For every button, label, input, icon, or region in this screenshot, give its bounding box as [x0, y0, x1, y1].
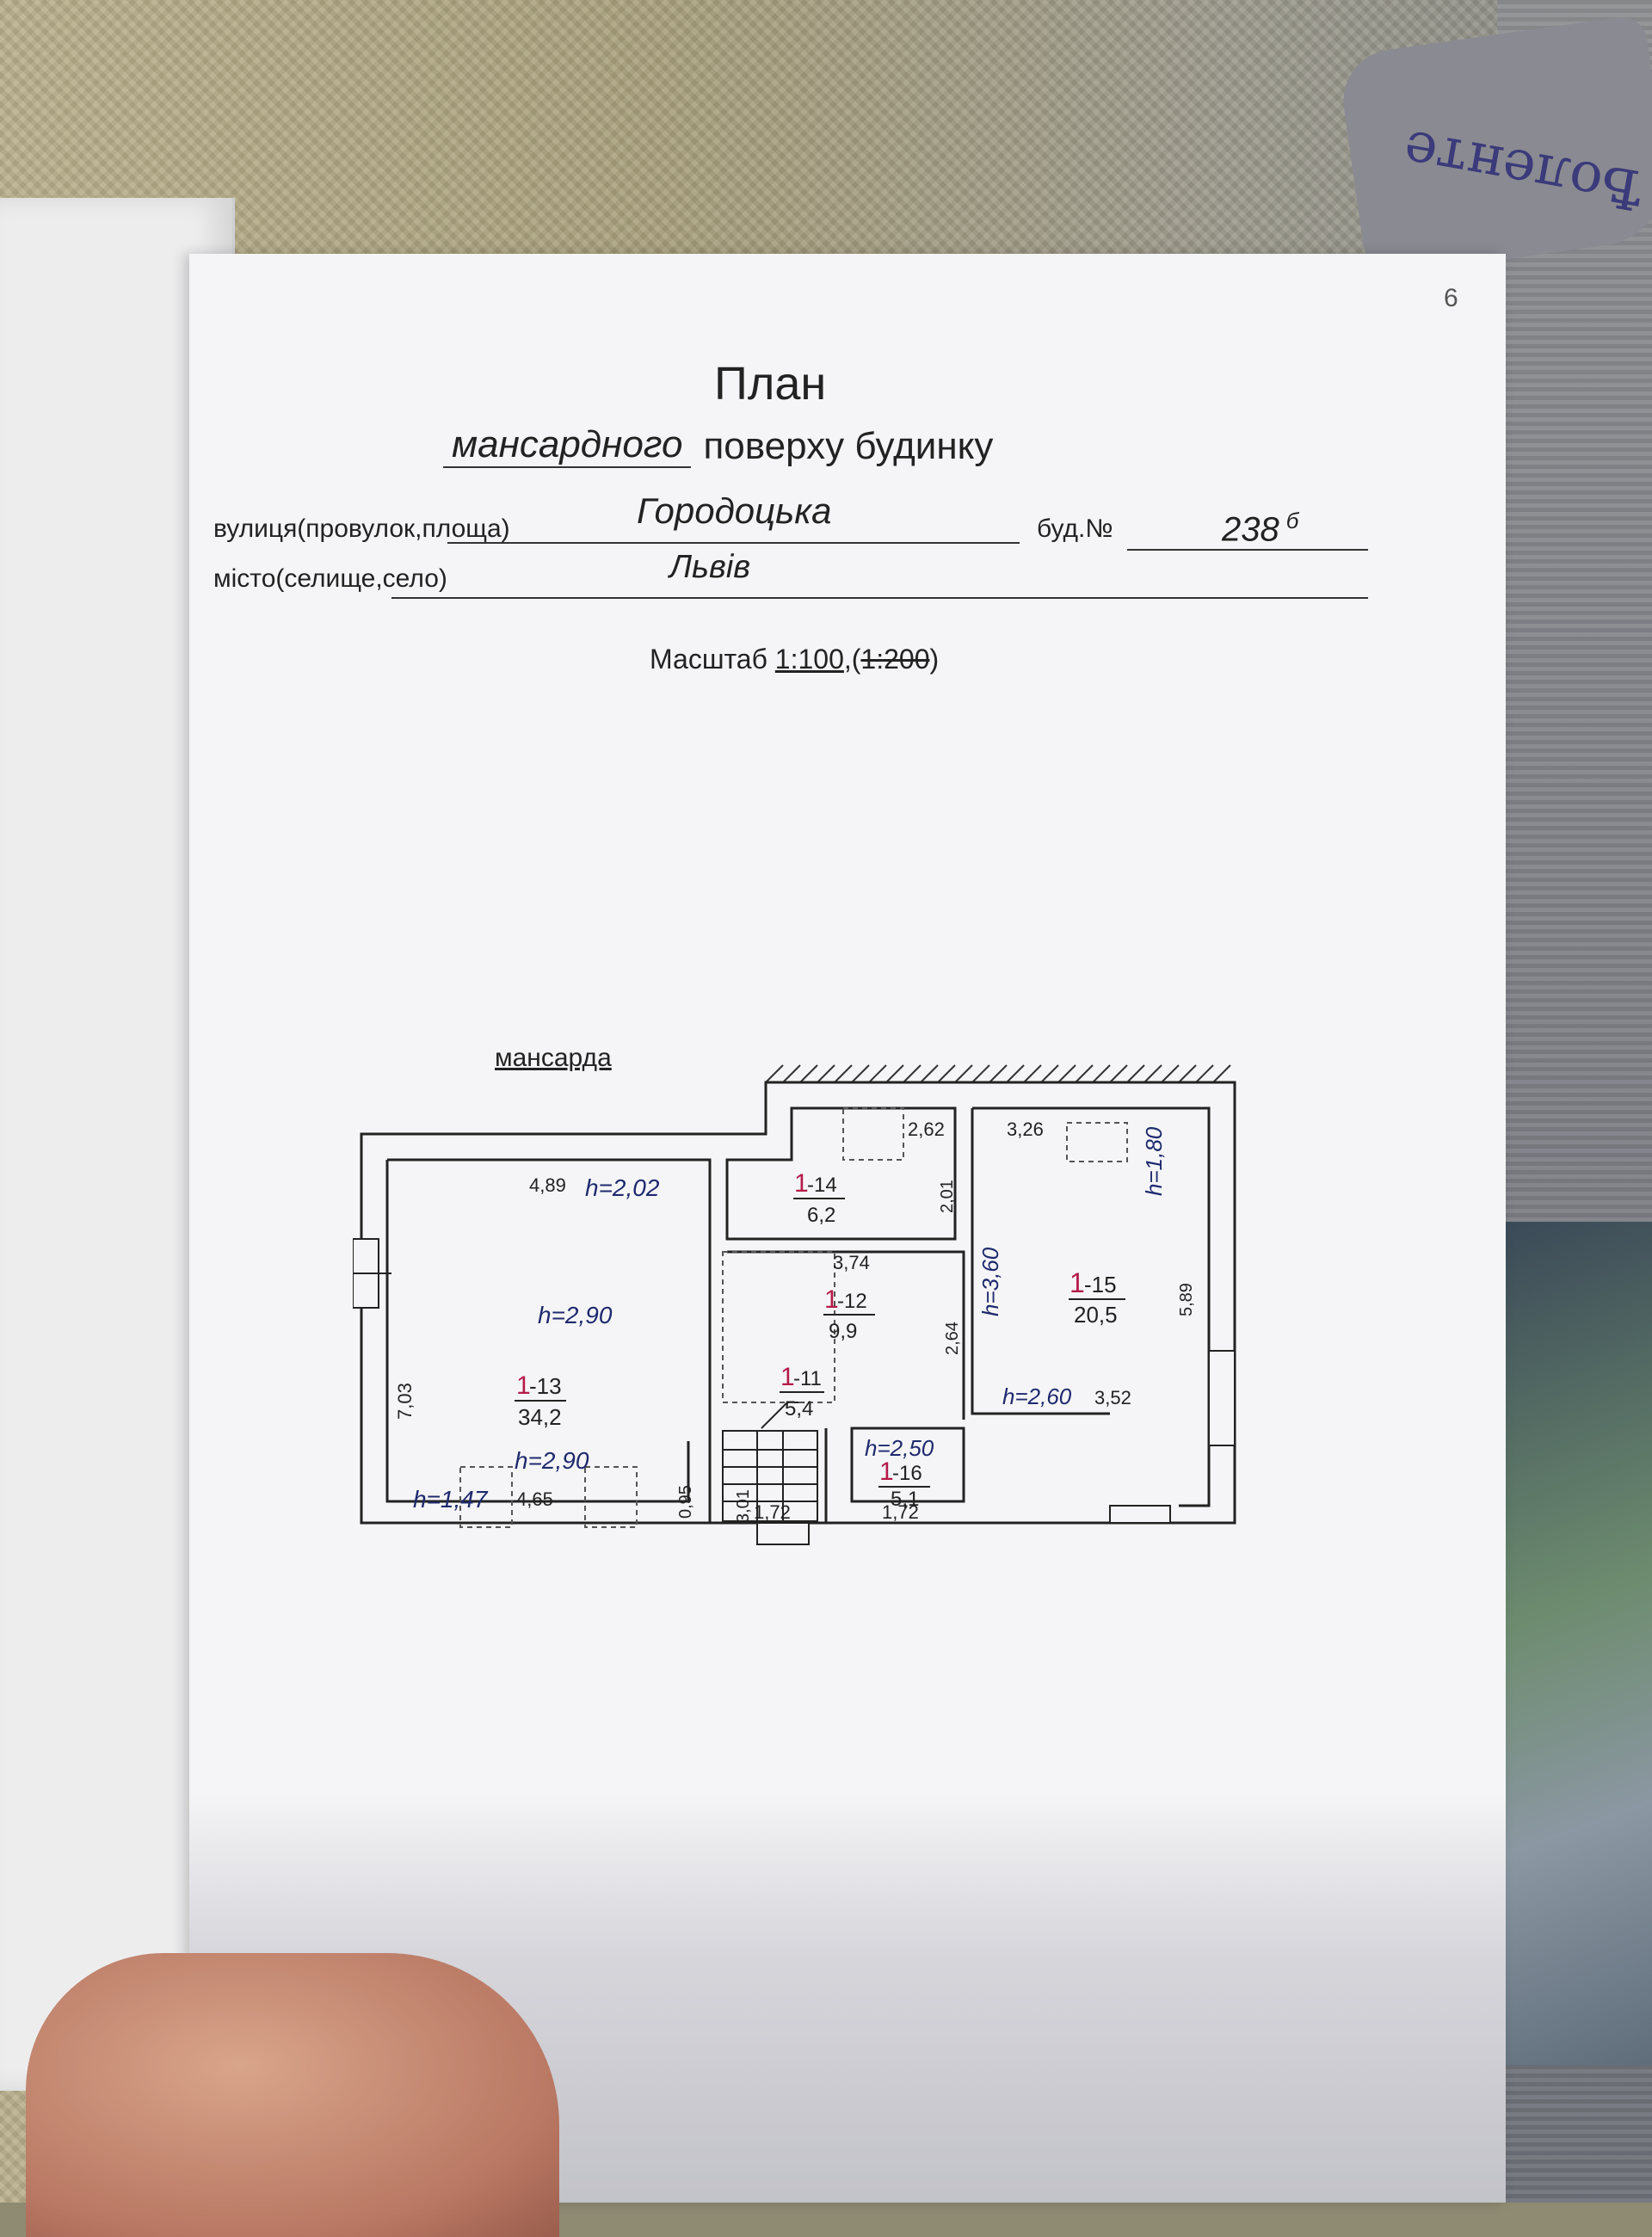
dim-2-01: 2,01 — [938, 1180, 957, 1213]
page-subtitle: мансардного поверху будинку — [443, 423, 993, 468]
height-2-60: h=2,60 — [1002, 1383, 1072, 1409]
page-title: План — [714, 358, 827, 410]
street-value: Городоцька — [637, 490, 832, 531]
ceiling-heights: h=2,02 h=2,90 h=2,90 h=1,47 h=3,60 h=1,8… — [413, 1126, 1167, 1513]
dim-5-89: 5,89 — [1177, 1283, 1196, 1316]
dashed-openings — [459, 1107, 1128, 1528]
scale-struck: 1:200 — [860, 644, 930, 675]
floor-name: мансардного — [443, 423, 692, 468]
room-11-prefix: 1 — [780, 1363, 795, 1391]
room-11-number: -11 — [793, 1367, 822, 1390]
dim-1-72-room16: 1,72 — [882, 1501, 919, 1523]
scale-close: ) — [929, 644, 940, 675]
dim-1-72-stairs: 1,72 — [754, 1501, 791, 1523]
room-12-prefix: 1 — [824, 1285, 839, 1314]
walls — [360, 1081, 1236, 1525]
street-label: вулиця(провулок,площа) — [213, 515, 510, 543]
scale-label: Масштаб — [650, 644, 767, 675]
scale-separator: ,( — [843, 644, 861, 675]
height-2-02: h=2,02 — [585, 1174, 660, 1201]
windows — [353, 1238, 1236, 1545]
room-15-prefix: 1 — [1069, 1267, 1085, 1298]
dim-3-52: 3,52 — [1094, 1387, 1131, 1408]
height-1-47: h=1,47 — [413, 1486, 489, 1513]
floor-plan: 1 -13 34,2 1 -14 6,2 1 -12 9,9 1 -11 5,4… — [353, 1064, 1236, 1545]
building-label: буд.№ — [1037, 515, 1113, 543]
city-line — [391, 597, 1368, 599]
room-13-number: -13 — [529, 1373, 562, 1399]
dim-2-62: 2,62 — [908, 1118, 945, 1140]
room-16-prefix: 1 — [879, 1457, 894, 1486]
scale: Масштаб 1:100,(1:200) — [650, 644, 939, 675]
dim-2-64: 2,64 — [943, 1322, 962, 1355]
height-2-50: h=2,50 — [865, 1435, 934, 1461]
room-14-prefix: 1 — [794, 1169, 809, 1198]
room-14-number: -14 — [807, 1174, 837, 1197]
scale-used: 1:100 — [774, 644, 844, 675]
street-line — [447, 542, 1020, 544]
calendar-photo — [1504, 1222, 1652, 2065]
dim-7-03: 7,03 — [394, 1383, 416, 1420]
room-16-area: 5,1 — [891, 1488, 919, 1511]
room-15-area: 20,5 — [1074, 1302, 1118, 1328]
hand-thumb — [26, 1953, 559, 2237]
room-13-prefix: 1 — [516, 1371, 531, 1400]
plan-label: мансарда — [495, 1044, 612, 1072]
document-page — [189, 254, 1506, 2203]
city-label: місто(селище,село) — [213, 564, 447, 593]
dim-0-95: 0,95 — [676, 1485, 695, 1519]
stairs — [722, 1402, 818, 1522]
room-15-number: -15 — [1084, 1272, 1117, 1297]
room-labels: 1 -13 34,2 1 -14 6,2 1 -12 9,9 1 -11 5,4… — [515, 1169, 1125, 1511]
dim-4-89: 4,89 — [529, 1174, 566, 1196]
building-number: 238 — [1222, 510, 1279, 549]
city-value: Львів — [669, 549, 751, 585]
room-12-area: 9,9 — [829, 1320, 857, 1343]
room-11-area: 5,4 — [785, 1397, 813, 1420]
room-14-area: 6,2 — [807, 1204, 835, 1227]
height-1-80: h=1,80 — [1141, 1126, 1167, 1196]
room-12-number: -12 — [837, 1290, 867, 1313]
dim-3-74: 3,74 — [833, 1252, 870, 1273]
building-line — [1127, 549, 1368, 551]
roof-hatch — [765, 1064, 1235, 1083]
height-2-90-bottom: h=2,90 — [515, 1447, 589, 1474]
dim-4-65: 4,65 — [516, 1488, 553, 1510]
dimensions: 4,89 7,03 4,65 0,95 2,62 2,01 3,74 2,64 … — [394, 1118, 1196, 1523]
building-suffix: б — [1285, 508, 1299, 533]
page-number: 6 — [1444, 284, 1458, 312]
subtitle-suffix: поверху будинку — [703, 425, 994, 467]
height-3-60: h=3,60 — [977, 1247, 1003, 1316]
dim-3-26: 3,26 — [1007, 1118, 1044, 1140]
room-13-area: 34,2 — [518, 1404, 562, 1430]
dim-3-01: 3,01 — [734, 1489, 753, 1523]
height-2-90-top: h=2,90 — [538, 1302, 613, 1328]
room-16-number: -16 — [892, 1462, 922, 1485]
